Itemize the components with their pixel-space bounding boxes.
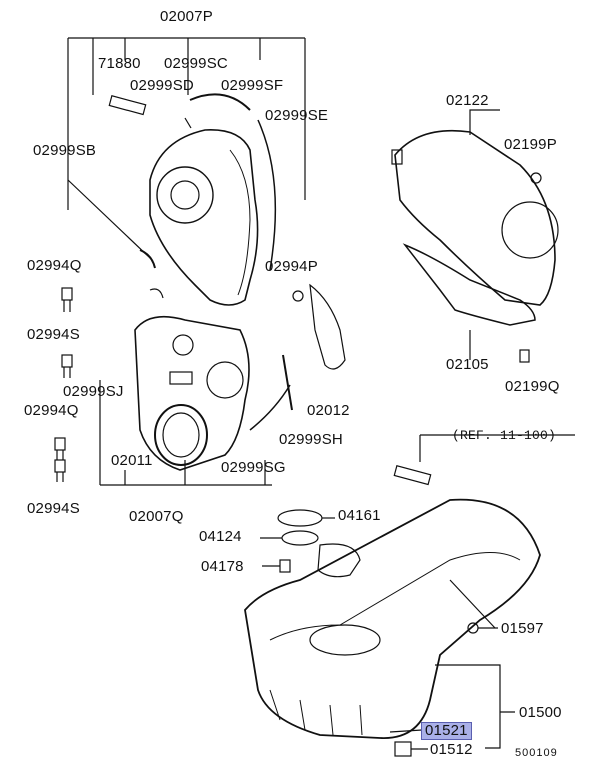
seal-02999SH [282, 354, 293, 411]
rear-plate-02122 [394, 129, 556, 306]
seal-02999SG [249, 384, 291, 431]
bolt-02994Q-bottom [54, 437, 66, 460]
label-02105[interactable]: 02105 [446, 356, 489, 373]
seal-02999SB [139, 249, 156, 269]
upper-timing-cover [149, 129, 259, 306]
bracket-02012 [309, 283, 346, 370]
label-02994S-bottom[interactable]: 02994S [27, 500, 80, 517]
clip-02999SD [184, 117, 192, 129]
label-02994P[interactable]: 02994P [265, 258, 318, 275]
label-02122[interactable]: 02122 [446, 92, 489, 109]
label-02999SG[interactable]: 02999SG [221, 459, 286, 476]
gasket-71880 [108, 95, 147, 116]
sealant-tube [393, 465, 432, 486]
label-02999SE[interactable]: 02999SE [265, 107, 329, 124]
leader-02007Q [99, 380, 272, 486]
label-02012[interactable]: 02012 [307, 402, 350, 419]
leader-01500 [435, 664, 515, 749]
label-ref-11-100[interactable]: (REF. 11-100) [452, 428, 557, 443]
label-02999SB[interactable]: 02999SB [33, 142, 97, 159]
plate-02105 [402, 243, 536, 326]
label-04161[interactable]: 04161 [338, 507, 381, 524]
leader-01521 [389, 729, 423, 733]
label-02199Q[interactable]: 02199Q [505, 378, 560, 395]
seal-02999SC [189, 93, 251, 111]
bolt-02994S-top [61, 354, 73, 378]
oil-strainer [317, 543, 361, 578]
label-01521-selected[interactable]: 01521 [421, 722, 472, 740]
label-01512[interactable]: 01512 [430, 741, 473, 758]
label-02999SH[interactable]: 02999SH [279, 431, 343, 448]
bolt-02994S-bottom [54, 459, 66, 482]
bolt-02199Q [519, 349, 530, 363]
label-71880[interactable]: 71880 [98, 55, 141, 72]
label-02007Q[interactable]: 02007Q [129, 508, 184, 525]
seal-02999SE [257, 119, 277, 271]
label-04178[interactable]: 04178 [201, 558, 244, 575]
gasket-04161 [277, 509, 323, 527]
label-04124[interactable]: 04124 [199, 528, 242, 545]
bolt-04178 [279, 559, 291, 573]
label-01597[interactable]: 01597 [501, 620, 544, 637]
gasket-04124 [281, 530, 319, 546]
label-02011[interactable]: 02011 [111, 452, 153, 469]
seal-02999SJ [149, 288, 164, 299]
label-02999SJ[interactable]: 02999SJ [63, 383, 124, 400]
label-01500[interactable]: 01500 [519, 704, 562, 721]
leader-02007P [67, 37, 306, 210]
label-02999SC[interactable]: 02999SC [164, 55, 228, 72]
label-02199P[interactable]: 02199P [504, 136, 557, 153]
label-02994Q-top[interactable]: 02994Q [27, 257, 82, 274]
label-02999SF[interactable]: 02999SF [221, 77, 284, 94]
bolt-02994Q-top [61, 287, 73, 312]
oil-pan-01500 [244, 498, 541, 739]
diagram-code: 500109 [515, 747, 558, 759]
label-02007P[interactable]: 02007P [160, 8, 213, 25]
lower-timing-cover [134, 315, 250, 471]
label-02994Q-bottom[interactable]: 02994Q [24, 402, 79, 419]
label-02994S-top[interactable]: 02994S [27, 326, 80, 343]
drain-plug-01512 [394, 741, 412, 757]
label-02999SD[interactable]: 02999SD [130, 77, 194, 94]
ref-bracket [419, 434, 575, 462]
